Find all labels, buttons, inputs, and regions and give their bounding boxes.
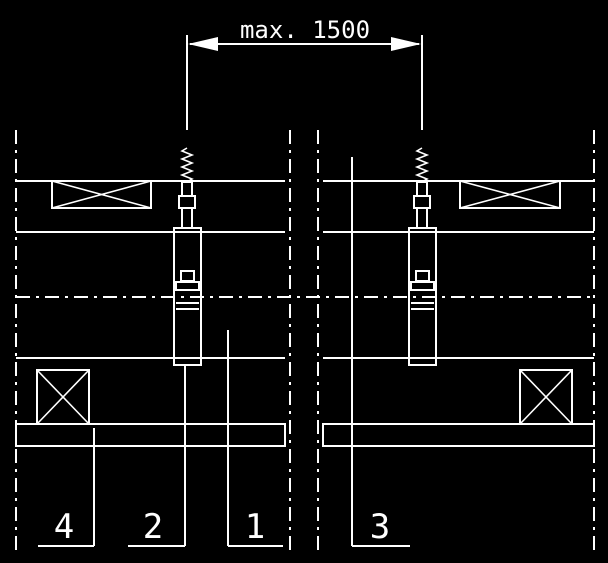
right-threaded-rod xyxy=(414,147,430,183)
dimension-annotation: max. 1500 xyxy=(186,16,423,130)
right-bottom-crossed-block xyxy=(519,369,573,425)
right-sensor-clamp xyxy=(410,281,435,291)
right-sensor-body xyxy=(408,227,437,366)
left-coupling-upper xyxy=(181,181,193,197)
left-sensor-clamp xyxy=(175,281,200,291)
right-sensor-screw xyxy=(415,270,430,282)
left-bottom-crossed-block xyxy=(36,369,90,425)
boundary-lines xyxy=(15,130,595,555)
right-sensor-assembly xyxy=(408,147,437,366)
left-sensor-body xyxy=(173,227,202,366)
callout-4: 4 xyxy=(54,507,74,547)
left-top-crossed-block xyxy=(51,180,152,209)
left-nut xyxy=(178,195,196,209)
right-base-plate xyxy=(322,423,595,447)
right-coupling-lower xyxy=(416,207,428,229)
right-top-crossed-block xyxy=(459,180,561,209)
right-coupling-upper xyxy=(416,181,428,197)
dimension-label: max. 1500 xyxy=(240,16,370,44)
callout-1: 1 xyxy=(245,507,265,547)
right-nut xyxy=(413,195,431,209)
left-sensor-assembly xyxy=(173,147,202,366)
callout-labels: 4 2 1 3 xyxy=(54,507,390,547)
left-sensor-screw xyxy=(180,270,195,282)
right-structure xyxy=(322,180,595,447)
dimension-arrow-right xyxy=(391,37,421,51)
callout-3: 3 xyxy=(370,507,390,547)
left-coupling-lower xyxy=(181,207,193,229)
leader-lines xyxy=(38,157,410,547)
dimension-arrow-left xyxy=(188,37,218,51)
left-base-plate xyxy=(15,423,286,447)
left-structure xyxy=(15,180,286,447)
callout-2: 2 xyxy=(143,507,163,547)
left-threaded-rod xyxy=(179,147,195,183)
